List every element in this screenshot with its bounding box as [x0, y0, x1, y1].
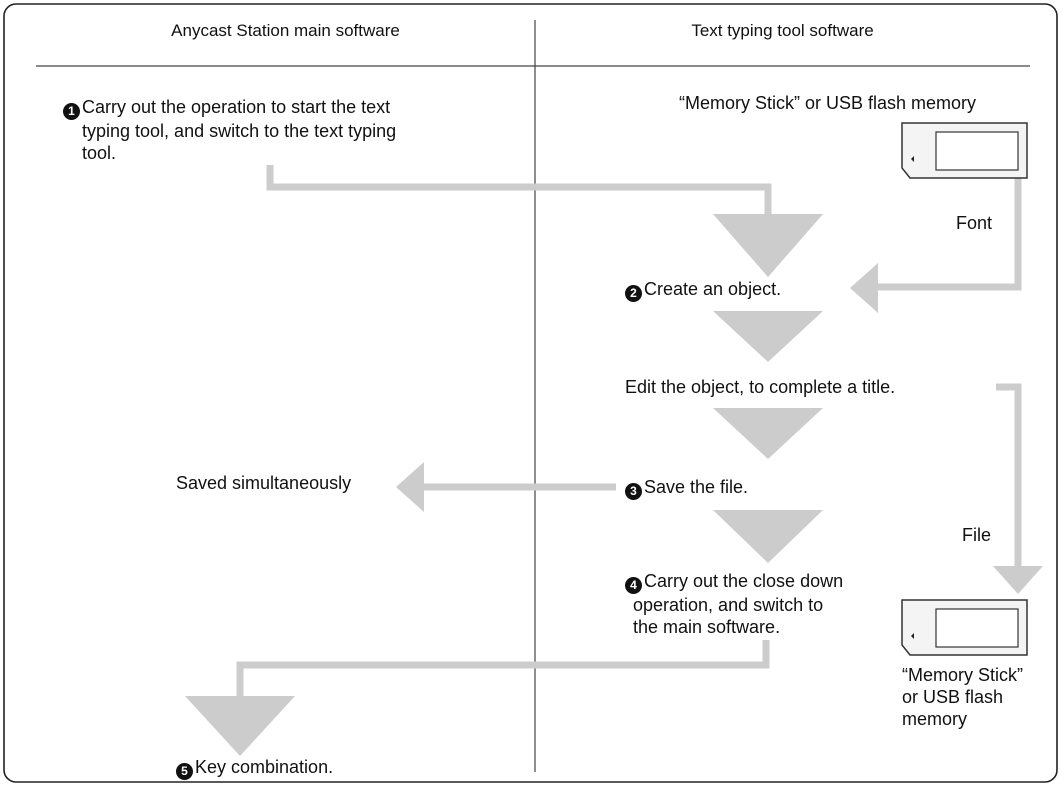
step4-line2: operation, and switch to: [633, 595, 824, 615]
down-arrow-1: [713, 214, 823, 277]
step3-label: Save the file.: [644, 477, 749, 497]
down-arrow-2: [713, 311, 823, 362]
memory-stick-bottom-line1: “Memory Stick”: [902, 665, 1023, 685]
step2-badge: 2: [625, 285, 642, 302]
step2-label: Create an object.: [644, 279, 782, 299]
memory-stick-bottom-label: “Memory Stick” or USB flash memory: [902, 664, 1023, 730]
connector-step4-to-main: [236, 640, 770, 696]
step3-badge: 3: [625, 483, 642, 500]
step1-line1: Carry out the operation to start the tex…: [82, 97, 391, 117]
save-arrow-head: [396, 462, 424, 512]
memory-stick-bottom-icon: [901, 599, 1028, 656]
connector-step1-to-tool: [266, 165, 772, 214]
down-arrow-4: [713, 510, 823, 563]
font-label: Font: [956, 213, 993, 233]
file-label: File: [962, 525, 992, 545]
saved-simultaneously-text: Saved simultaneously: [176, 473, 352, 493]
down-arrow-5: [185, 696, 295, 756]
down-arrow-3: [713, 408, 823, 459]
step4-line1: Carry out the close down: [644, 571, 844, 591]
step4-badge: 4: [625, 577, 642, 594]
memory-stick-bottom-line3: memory: [902, 709, 968, 729]
right-column-header: Text typing tool software: [691, 21, 874, 40]
file-connector: [996, 383, 1022, 568]
memory-stick-top-icon: [901, 122, 1028, 179]
step5-label: Key combination.: [195, 757, 334, 777]
outer-frame: [3, 3, 1058, 783]
left-column-header: Anycast Station main software: [171, 21, 400, 40]
memory-stick-bottom-line2: or USB flash: [902, 687, 1004, 707]
font-connector: [876, 160, 1022, 291]
step1-badge: 1: [63, 103, 80, 120]
step1-line2: typing tool, and switch to the text typi…: [82, 121, 397, 141]
edit-object-text: Edit the object, to complete a title.: [625, 377, 896, 397]
step4-line3: the main software.: [633, 617, 781, 637]
file-arrow-head: [993, 566, 1043, 594]
step1-line3: tool.: [82, 143, 117, 163]
memory-stick-top-label: “Memory Stick” or USB flash memory: [679, 93, 977, 113]
font-arrow-head: [850, 263, 878, 313]
step5-badge: 5: [176, 763, 193, 780]
